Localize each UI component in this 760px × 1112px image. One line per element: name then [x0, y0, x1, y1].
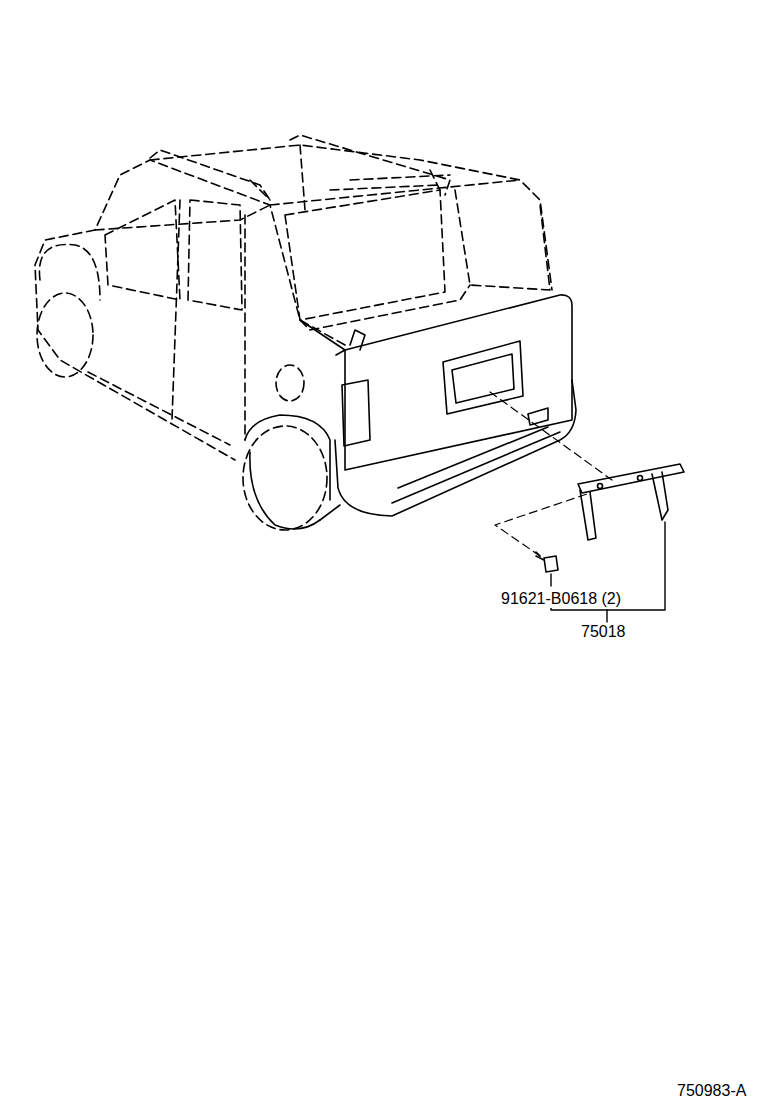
drawing-stroke [270, 180, 520, 205]
drawing-stroke [392, 432, 560, 503]
car-body-dashed [35, 135, 552, 530]
drawing-stroke [300, 320, 345, 350]
dashed-leader-lines [490, 392, 612, 556]
drawing-stroke [350, 330, 365, 350]
drawing-stroke [598, 484, 603, 489]
callout-number: 75018 [580, 623, 627, 641]
drawing-stroke [276, 365, 304, 401]
drawing-stroke [528, 408, 548, 425]
drawing-stroke [550, 574, 551, 586]
drawing-stroke [455, 190, 550, 290]
drawing-stroke [35, 160, 345, 460]
diagram-code: 750983-A [676, 1082, 747, 1100]
drawing-stroke [443, 341, 523, 414]
part-number: 91621-B0618 (2) [500, 590, 622, 608]
drawing-stroke [300, 285, 470, 330]
drawing-stroke [150, 150, 270, 200]
drawing-stroke [578, 464, 684, 493]
drawing-stroke [606, 610, 607, 622]
drawing-stroke [335, 380, 576, 516]
drawing-stroke [290, 135, 450, 195]
drawing-stroke [320, 505, 340, 520]
drawing-stroke [245, 415, 330, 500]
drawing-stroke [580, 490, 596, 540]
drawing-stroke [39, 244, 100, 300]
drawing-stroke [37, 293, 93, 377]
drawing-stroke [105, 200, 180, 300]
drawing-stroke [638, 476, 643, 481]
drawing-stroke [342, 380, 370, 446]
drawing-stroke [452, 354, 514, 403]
drawing-stroke [244, 215, 246, 440]
drawing-stroke [243, 426, 327, 530]
drawing-stroke [330, 175, 450, 190]
drawing-stroke [88, 372, 230, 445]
drawing-stroke [285, 190, 445, 320]
drawing-stroke [336, 350, 345, 355]
drawing-stroke [150, 145, 552, 290]
drawing-stroke [172, 200, 180, 420]
drawing-stroke [544, 556, 558, 572]
drawing-stroke [250, 452, 320, 529]
car-rear-solid [245, 295, 576, 529]
drawing-stroke [490, 392, 612, 480]
drawing-stroke [495, 493, 590, 556]
drawing-stroke [345, 295, 572, 470]
part-75018-bracket [578, 464, 684, 540]
drawing-stroke [652, 472, 668, 520]
drawing-stroke [188, 200, 242, 310]
drawing-stroke [398, 427, 548, 488]
